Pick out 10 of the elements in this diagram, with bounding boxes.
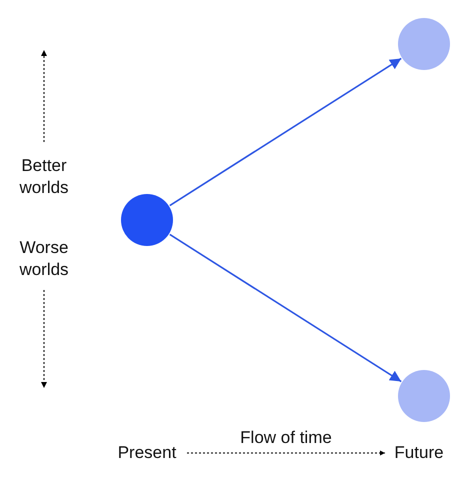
arrow <box>169 58 402 206</box>
axis-label: Better worlds <box>18 155 70 199</box>
circle-node <box>398 370 450 422</box>
arrow <box>169 234 402 382</box>
circle-node <box>398 18 450 70</box>
dotted-arrow <box>186 450 386 456</box>
node-label: Future <box>388 442 450 464</box>
circle-node <box>121 194 173 246</box>
axis-label: Worse worlds <box>18 237 70 281</box>
node-label: Present <box>110 442 184 464</box>
